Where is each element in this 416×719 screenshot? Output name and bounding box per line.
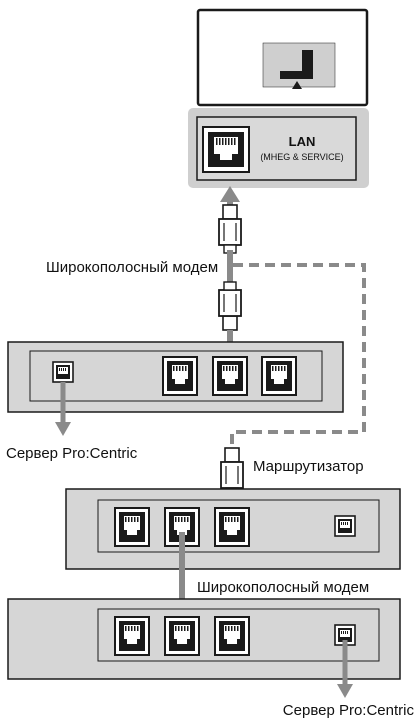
broadband-modem-device-2 (7, 598, 401, 680)
ethernet-plug-icon (218, 281, 242, 331)
ethernet-jack-icon (214, 507, 250, 547)
tv-modem-cable (218, 186, 242, 358)
ethernet-jack-icon (114, 616, 150, 656)
broadband-modem-label-2: Широкополосный модем (197, 579, 369, 596)
broadband-modem-device (7, 341, 344, 413)
arrow-icon (337, 684, 353, 698)
ethernet-jack-icon (52, 361, 74, 383)
server-label-2: Сервер Pro:Centric (283, 702, 415, 719)
lan-panel: LAN (MHEG & SERVICE) (188, 108, 369, 188)
arrow-icon (220, 186, 240, 202)
ethernet-jack-icon (162, 356, 198, 396)
router-label: Маршрутизатор (253, 458, 364, 475)
arrow-icon (55, 422, 71, 436)
ethernet-jack-icon (114, 507, 150, 547)
ethernet-jack-icon (214, 616, 250, 656)
lan-port-icon (202, 126, 250, 173)
ethernet-jack-icon (164, 616, 200, 656)
broadband-modem-label-1: Широкополосный модем (46, 259, 218, 276)
server-label-1: Сервер Pro:Centric (6, 445, 138, 462)
dashed-connection-line (230, 263, 366, 450)
ethernet-jack-icon (212, 356, 248, 396)
lan-title: LAN (289, 134, 316, 149)
tv-icon (196, 8, 369, 107)
lan-subtitle: (MHEG & SERVICE) (260, 152, 343, 162)
ethernet-plug-icon (218, 204, 242, 254)
ethernet-jack-icon (261, 356, 297, 396)
ethernet-jack-icon (334, 515, 356, 537)
router-device (65, 488, 401, 570)
